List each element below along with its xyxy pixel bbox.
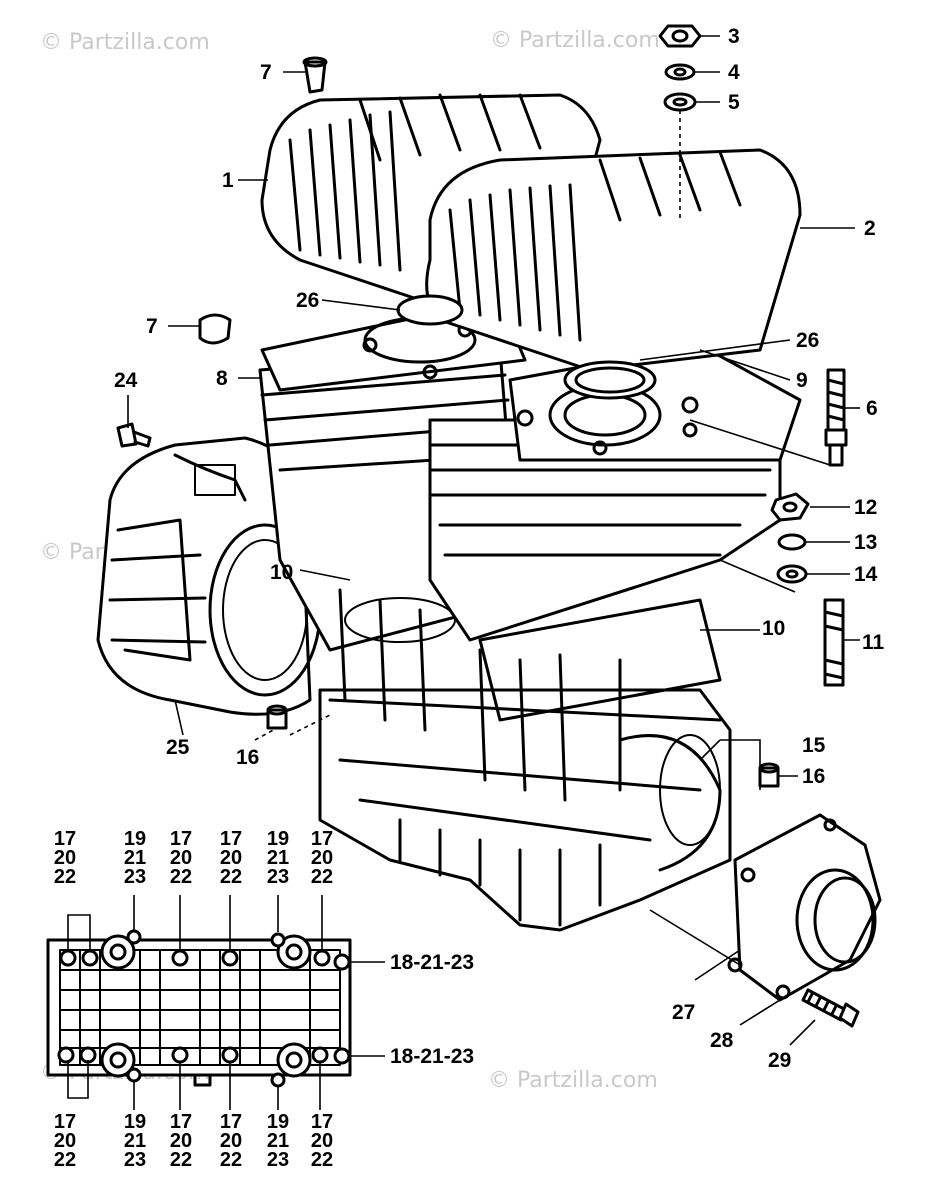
callout-26-top: 26 [296,289,320,312]
cap-lower [198,313,232,345]
callout-6: 6 [866,397,878,420]
callout-9: 9 [796,369,808,392]
leader-lines [67,35,860,1110]
callout-18-21-23-upper: 18-21-23 [390,951,475,974]
callout-3: 3 [728,25,740,48]
stud-lower [823,598,845,687]
dowel-left [266,704,288,730]
lock-washer-right [777,533,807,551]
callout-27: 27 [672,1001,696,1024]
crankcase-bottom-view [46,929,352,1088]
callout-12: 12 [854,496,878,519]
callout-5: 5 [728,91,740,114]
callout-15: 15 [802,734,826,757]
intake-flange [727,813,882,1002]
lock-washer-top [664,63,696,81]
callout-7-top: 7 [260,61,272,84]
watermark-top-left: © Partzilla.com [40,30,210,55]
flat-washer-top [663,92,697,112]
watermark-top-center: © Partzilla.com [490,28,660,53]
callout-25: 25 [166,736,190,759]
dowel-right [758,762,780,788]
callout-2: 2 [864,217,876,240]
crankcase-body [318,688,732,932]
head-gasket-left [396,294,464,326]
callout-29: 29 [768,1049,792,1072]
callout-16-right: 16 [802,765,826,788]
callout-10-right: 10 [762,617,786,640]
callout-1: 1 [222,169,234,192]
callout-4: 4 [728,61,740,84]
watermark-bottom-center: © Partzilla.com [488,1068,658,1093]
screw-left [116,422,152,448]
callout-16-left: 16 [236,746,260,769]
callout-7-lower: 7 [146,315,158,338]
flat-washer-right [776,564,808,584]
crankcase-cover [96,436,322,716]
callout-10-left: 10 [270,561,294,584]
callout-24: 24 [114,369,138,392]
stud-upper [824,368,848,467]
callout-8: 8 [216,367,228,390]
callout-11: 11 [862,631,885,654]
bolt-29 [801,988,860,1028]
head-gasket-right [563,360,657,400]
cap-upper [302,56,328,94]
callout-13: 13 [854,531,878,554]
callout-14: 14 [854,563,878,586]
nut-top [658,24,702,48]
callout-18-21-23-lower: 18-21-23 [390,1045,475,1068]
nut-right [770,492,810,522]
callout-28: 28 [710,1029,734,1052]
callout-26-right: 26 [796,329,820,352]
